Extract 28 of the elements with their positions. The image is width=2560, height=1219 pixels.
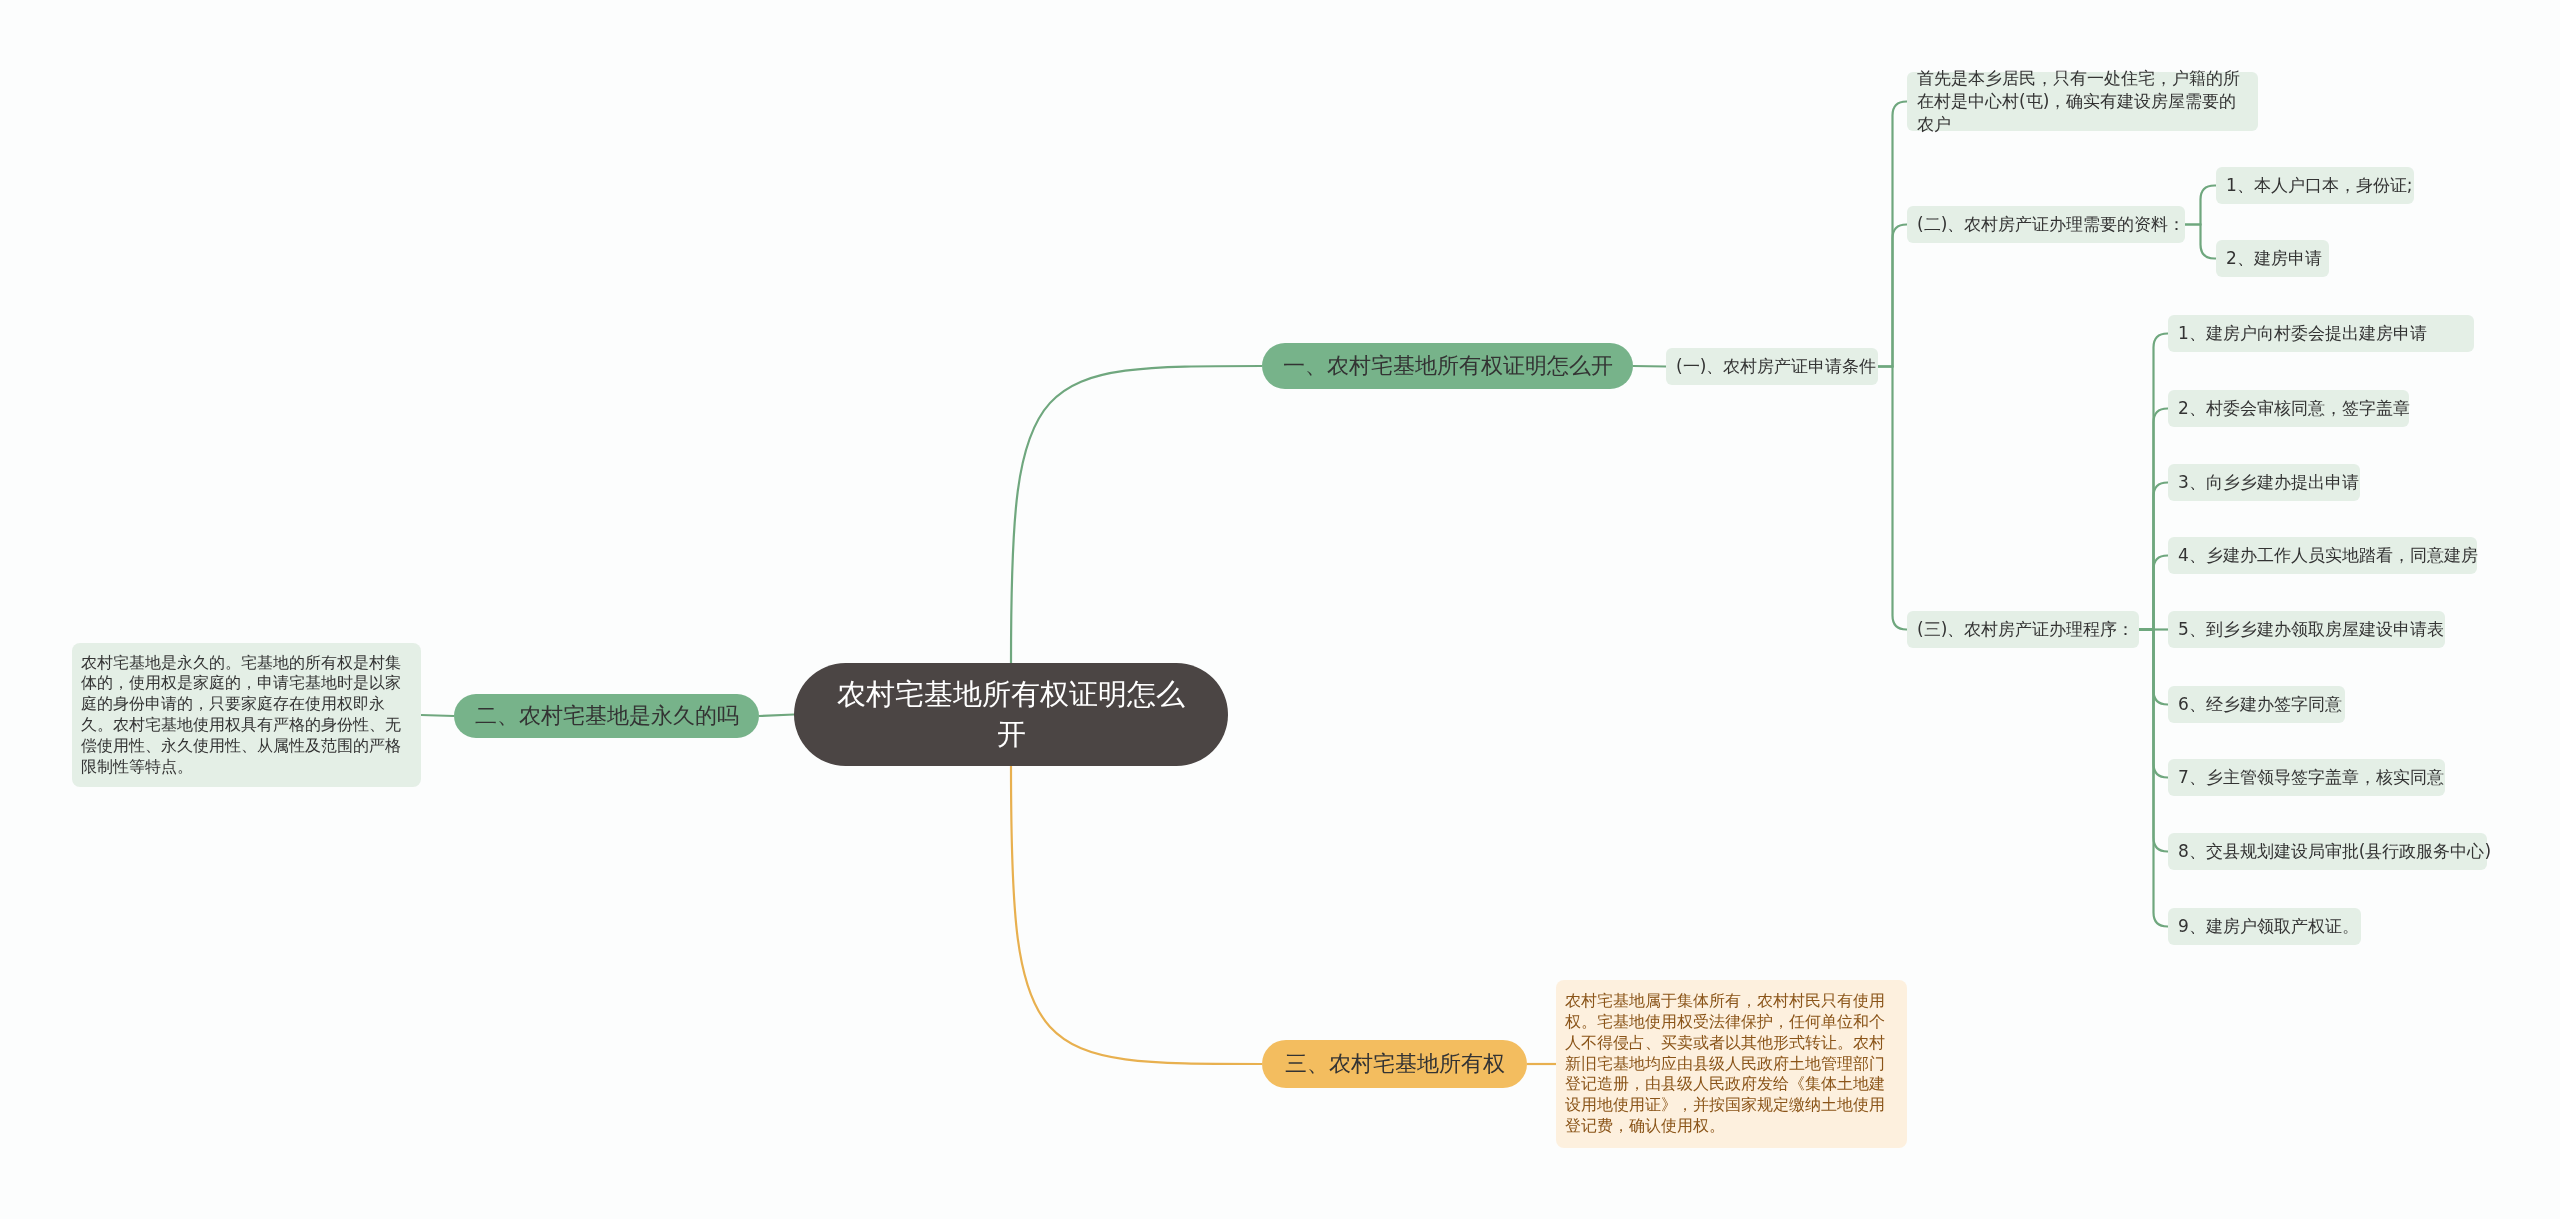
connector-line xyxy=(758,713,795,718)
subtopic-box: 5、到乡乡建办领取房屋建设申请表 xyxy=(2168,611,2445,648)
subtopic-box: 1、本人户口本，身份证; xyxy=(2216,167,2414,204)
connector-line xyxy=(1878,365,1908,631)
branch-topic: 一、农村宅基地所有权证明怎么开 xyxy=(1262,343,1633,389)
subtopic-box: 9、建房户领取产权证。 xyxy=(2168,908,2361,945)
subtopic-box: 7、乡主管领导签字盖章，核实同意 xyxy=(2168,759,2445,796)
subtopic-box: 2、村委会审核同意，签字盖章 xyxy=(2168,390,2409,427)
connector-line xyxy=(1633,364,1666,368)
subtopic-box: (三)、农村房产证办理程序： xyxy=(1907,611,2139,648)
subtopic-box: (二)、农村房产证办理需要的资料： xyxy=(1907,206,2185,243)
connector-line xyxy=(1009,766,1262,1066)
subtopic-box: 3、向乡乡建办提出申请 xyxy=(2168,464,2360,501)
subtopic-box: (一)、农村房产证申请条件 xyxy=(1666,348,1878,385)
connector-line xyxy=(1527,1062,1556,1066)
subtopic-box: 4、乡建办工作人员实地踏看，同意建房 xyxy=(2168,537,2477,574)
subtopic-box: 2、建房申请 xyxy=(2216,240,2329,277)
branch-topic: 二、农村宅基地是永久的吗 xyxy=(454,694,759,738)
note-box: 农村宅基地属于集体所有，农村村民只有使用权。宅基地使用权受法律保护，任何单位和个人不得侵占、买卖或者以其他形式转让。农村新旧宅基地均应由县级人民政府土地管理部门登记造册，由县级人民政府发给《集体土地建设用地使用证》，并按国家规定缴纳土地使用登记费，确认使用权。 xyxy=(1556,980,1907,1148)
connector-line xyxy=(2139,628,2169,928)
subtopic-box: 1、建房户向村委会提出建房申请 xyxy=(2168,315,2474,352)
central-topic: 农村宅基地所有权证明怎么开 xyxy=(794,663,1228,766)
subtopic-box: 6、经乡建办签字同意 xyxy=(2168,686,2345,723)
connector-line xyxy=(420,713,455,718)
connector-line xyxy=(1009,364,1262,663)
connector-line xyxy=(2185,223,2217,260)
note-box: 农村宅基地是永久的。宅基地的所有权是村集体的，使用权是家庭的，申请宅基地时是以家庭的身份申请的，只要家庭存在使用权即永久。农村宅基地使用权具有严格的身份性、无偿使用性、永久使用性、从属性及范围的严格限制性等特点。 xyxy=(72,643,421,787)
branch-topic: 三、农村宅基地所有权 xyxy=(1262,1040,1527,1088)
